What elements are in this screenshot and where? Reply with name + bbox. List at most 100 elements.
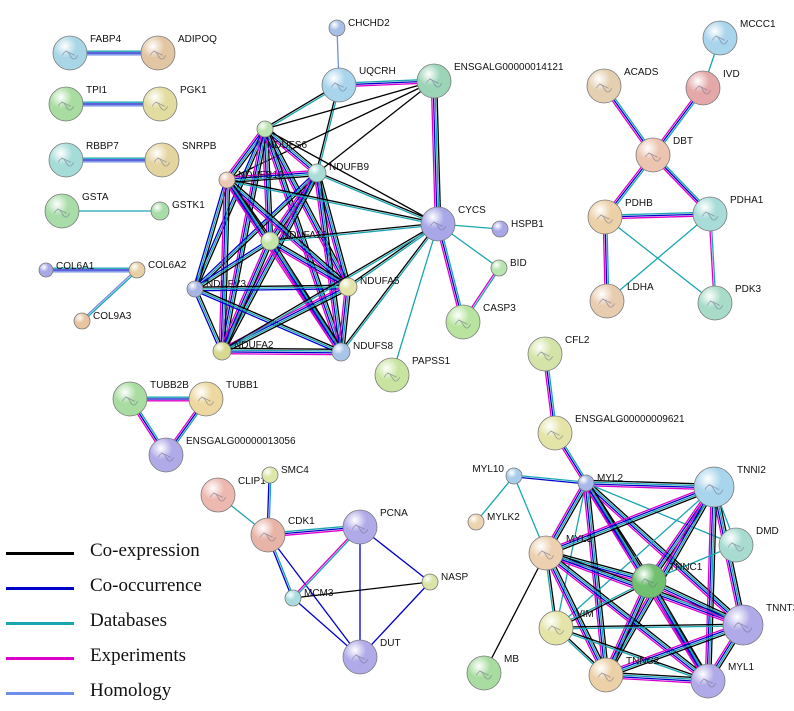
node-bid[interactable]: BID — [490, 258, 527, 277]
protein-structure-icon — [595, 83, 613, 93]
node-sphere[interactable] — [212, 341, 232, 361]
edge-line — [650, 579, 711, 680]
node-fabp4[interactable]: FABP4 — [52, 34, 122, 71]
node-ndufb10[interactable]: NDUFB10 — [218, 170, 284, 189]
node-ndufs8[interactable]: NDUFS8 — [331, 341, 393, 362]
node-papss1[interactable]: PAPSS1 — [374, 356, 451, 393]
node-pdk3[interactable]: PDK3 — [697, 284, 762, 321]
node-myl3[interactable]: MYL3 — [528, 534, 593, 571]
node-sphere[interactable] — [467, 513, 485, 531]
protein-structure-icon — [706, 300, 724, 310]
node-ndufb9[interactable]: NDUFB9 — [307, 162, 369, 183]
node-sphere[interactable] — [331, 342, 351, 362]
edge-line — [704, 486, 712, 681]
node-col6a2[interactable]: COL6A2 — [128, 260, 187, 279]
edge-MYL3-MYL1 — [543, 550, 711, 684]
node-myl10[interactable]: MYL10 — [472, 464, 523, 485]
node-myl2[interactable]: MYL2 — [577, 473, 624, 492]
node-myl1[interactable]: MYL1 — [690, 662, 755, 699]
node-cdk1[interactable]: CDK1 — [250, 516, 315, 553]
edge-line — [194, 286, 349, 290]
node-uqcrh[interactable]: UQCRH — [321, 66, 396, 103]
node-mccc1[interactable]: MCCC1 — [702, 19, 776, 56]
node-tubb2b[interactable]: TUBB2B — [112, 380, 189, 417]
edge-MYL10-MYLK2 — [475, 475, 515, 523]
node-dmd[interactable]: DMD — [718, 526, 779, 563]
node-mylk2[interactable]: MYLK2 — [467, 512, 520, 531]
node-casp3[interactable]: CASP3 — [445, 303, 516, 340]
node-ndufs6[interactable]: NDUFS6 — [256, 120, 307, 151]
node-cfl2[interactable]: CFL2 — [527, 335, 590, 372]
node-snrpb[interactable]: SNRPB — [144, 141, 217, 178]
edge-line — [313, 173, 347, 288]
node-label: CFL2 — [565, 335, 590, 346]
node-sphere[interactable] — [491, 220, 509, 238]
edge-line — [224, 126, 264, 179]
node-sphere[interactable] — [218, 171, 236, 189]
node-sphere[interactable] — [577, 474, 595, 492]
node-clip1[interactable]: CLIP1 — [200, 476, 266, 513]
node-adipoq[interactable]: ADIPOQ — [140, 34, 217, 71]
node-pdha1[interactable]: PDHA1 — [692, 195, 764, 232]
node-ndufa2[interactable]: NDUFA2 — [212, 340, 274, 361]
node-tubb1[interactable]: TUBB1 — [188, 380, 259, 417]
node-sphere[interactable] — [128, 261, 146, 279]
node-ivd[interactable]: IVD — [685, 69, 740, 106]
edge-line — [436, 80, 442, 224]
edge-line — [261, 129, 268, 242]
node-cycs[interactable]: CYCS — [420, 205, 486, 242]
edge-line — [606, 625, 744, 677]
node-ensg13056[interactable]: ENSGALG00000013056 — [148, 436, 296, 473]
edge-line — [339, 223, 438, 352]
node-ldha[interactable]: LDHA — [589, 282, 654, 319]
node-sphere[interactable] — [421, 573, 439, 591]
node-ensg9621[interactable]: ENSGALG00000009621 — [537, 414, 685, 451]
node-sphere[interactable] — [256, 120, 274, 138]
node-sphere[interactable] — [150, 201, 170, 221]
node-ensg14121[interactable]: ENSGALG00000014121 — [416, 62, 564, 99]
node-nasp[interactable]: NASP — [421, 572, 469, 591]
node-smc4[interactable]: SMC4 — [261, 465, 309, 484]
node-rbbp7[interactable]: RBBP7 — [48, 141, 119, 178]
node-sphere[interactable] — [328, 19, 346, 37]
node-sphere[interactable] — [338, 277, 358, 297]
node-sphere[interactable] — [490, 259, 508, 277]
node-dut[interactable]: DUT — [342, 638, 401, 675]
node-pdhb[interactable]: PDHB — [587, 198, 653, 235]
node-sphere[interactable] — [284, 589, 302, 607]
edge-line — [586, 481, 715, 487]
node-acads[interactable]: ACADS — [586, 67, 659, 104]
node-tnnc2[interactable]: TNNC2 — [588, 656, 660, 693]
node-mcm3[interactable]: MCM3 — [284, 588, 334, 607]
node-chchd2[interactable]: CHCHD2 — [328, 18, 390, 37]
node-label: UQCRH — [359, 66, 396, 77]
node-ndufa5[interactable]: NDUFA5 — [338, 276, 400, 297]
node-dbt[interactable]: DBT — [635, 136, 693, 173]
edge-line — [222, 180, 229, 352]
node-pcna[interactable]: PCNA — [342, 508, 408, 545]
edge-line — [222, 349, 342, 352]
node-tpi1[interactable]: TPI1 — [48, 85, 108, 122]
node-gsta[interactable]: GSTA — [44, 192, 109, 229]
node-ndufa12[interactable]: NDUFA12 — [260, 230, 327, 251]
node-sphere[interactable] — [260, 231, 280, 251]
node-sphere[interactable] — [186, 280, 204, 298]
node-sphere[interactable] — [73, 312, 91, 330]
node-sphere[interactable] — [261, 466, 279, 484]
node-col6a1[interactable]: COL6A1 — [38, 261, 95, 278]
node-tnnt3[interactable]: TNNT3 — [722, 603, 794, 646]
node-tnni2[interactable]: TNNI2 — [693, 465, 766, 508]
node-label: NDUFA5 — [360, 276, 400, 287]
edge-line — [193, 171, 317, 289]
node-tnnc1[interactable]: TNNC1 — [631, 562, 703, 599]
node-sphere[interactable] — [505, 467, 523, 485]
node-col9a3[interactable]: COL9A3 — [73, 311, 132, 330]
node-pgk1[interactable]: PGK1 — [142, 85, 207, 122]
node-vim[interactable]: VIM — [538, 609, 594, 646]
node-sphere[interactable] — [307, 163, 327, 183]
node-ndufv3[interactable]: NDUFV3 — [186, 279, 246, 298]
node-mb[interactable]: MB — [466, 654, 519, 691]
node-gstk1[interactable]: GSTK1 — [150, 200, 205, 221]
node-hspb1[interactable]: HSPB1 — [491, 219, 544, 238]
node-sphere[interactable] — [38, 262, 54, 278]
